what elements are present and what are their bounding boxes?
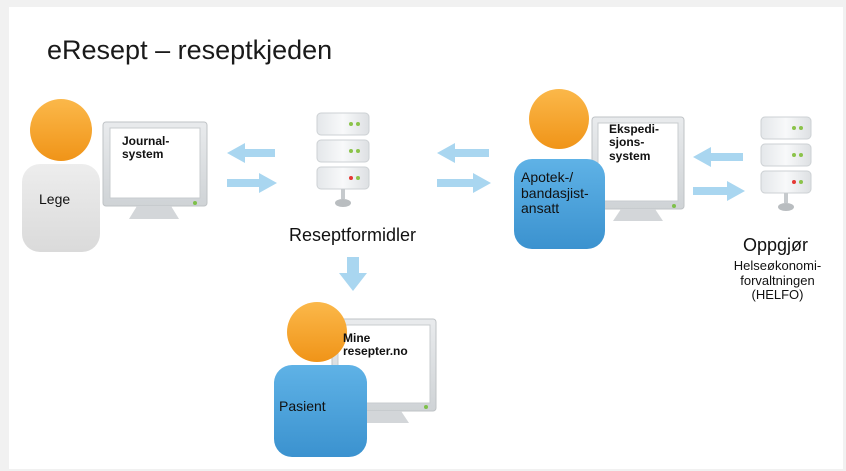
apotek-head	[529, 89, 589, 149]
arrow-formidler-to-pasient	[339, 257, 367, 291]
pasient-label: Pasient	[279, 398, 326, 414]
oppgjor-server	[760, 116, 812, 211]
apotek-person-line2: bandasjist-	[521, 184, 589, 201]
apotek-screen-line1: Ekspedi-	[609, 122, 660, 136]
helfo-line3: (HELFO)	[751, 287, 804, 303]
reseptformidler-server	[316, 112, 370, 207]
pasient-person	[274, 302, 367, 457]
lege-label: Lege	[39, 191, 71, 207]
arrow-apotek-to-oppgjor	[693, 181, 745, 201]
apotek-person-line1: Apotek-/	[521, 169, 574, 185]
pasient-screen-line1: Mine	[343, 331, 371, 345]
lege-person	[22, 99, 100, 252]
arrow-formidler-to-lege	[227, 143, 275, 163]
lege-screen-label: Journal- system	[122, 134, 170, 162]
helfo-line2: forvaltningen	[740, 272, 815, 288]
apotek-body	[514, 159, 605, 249]
arrow-formidler-to-apotek	[437, 173, 491, 193]
arrow-apotek-to-formidler	[437, 143, 489, 163]
diagram-title: eResept – reseptkjeden	[47, 35, 333, 65]
pasient-body	[274, 365, 367, 457]
reseptformidler-label: Reseptformidler	[289, 225, 417, 245]
pasient-head	[287, 302, 347, 362]
lege-body	[22, 164, 100, 252]
slide: eResept – reseptkjeden Journal- system L…	[9, 7, 843, 469]
arrow-oppgjor-to-apotek	[693, 147, 743, 167]
lege-head	[30, 99, 92, 161]
helfo-label: Helseøkonomi- forvaltningen (HELFO)	[712, 258, 843, 303]
apotek-screen-label: Ekspedi- sjons- system	[609, 122, 660, 163]
lege-monitor	[102, 121, 208, 219]
lege-screen-line1: Journal-	[122, 134, 170, 148]
pasient-screen-label: Mine resepter.no	[343, 331, 408, 359]
apotek-person-line3: ansatt	[521, 200, 560, 217]
apotek-screen-line3: system	[609, 148, 651, 163]
oppgjor-label: Oppgjør	[743, 235, 809, 255]
arrow-lege-to-formidler	[227, 173, 277, 193]
lege-screen-line2: system	[122, 147, 164, 162]
diagram-canvas	[22, 89, 812, 457]
apotek-screen-line2: sjons-	[609, 135, 645, 150]
helfo-line1: Helseøkonomi-	[733, 258, 822, 273]
apotek-person	[514, 89, 605, 249]
pasient-screen-line2: resepter.no	[343, 344, 408, 359]
apotek-person-label: Apotek-/ bandasjist- ansatt	[521, 169, 589, 217]
